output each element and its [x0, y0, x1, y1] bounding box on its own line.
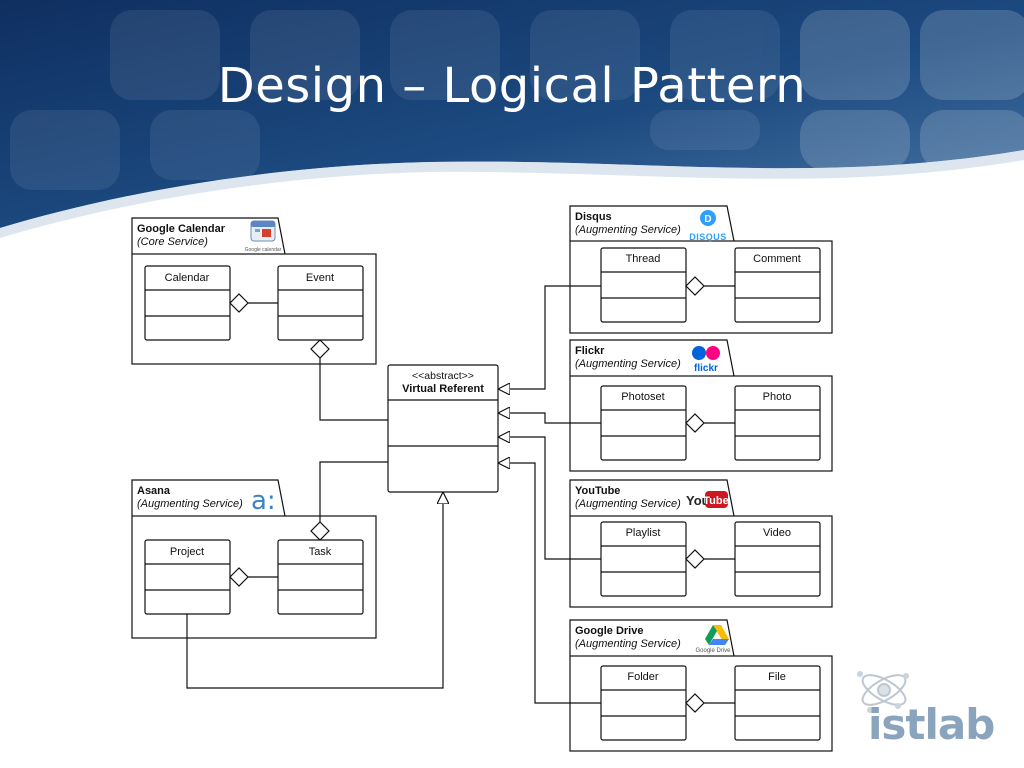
class-name-folder: Folder [627, 671, 659, 683]
generalization-folder [499, 463, 601, 704]
istlab-emblem-icon [857, 671, 909, 713]
svg-text:You: You [686, 493, 710, 508]
class-name-task: Task [309, 546, 332, 558]
class-thread [600, 247, 687, 323]
class-name-photoset: Photoset [621, 391, 664, 403]
class-name-video: Video [763, 527, 791, 539]
svg-text:D: D [704, 214, 711, 225]
class-project [144, 539, 231, 615]
class-name-file: File [768, 671, 786, 683]
class-event [277, 265, 364, 341]
class-name-photo: Photo [763, 391, 792, 403]
package-name-flickr: Flickr [575, 345, 605, 357]
package-name-disqus: Disqus [575, 211, 612, 223]
aggregation-task-referent [310, 521, 330, 541]
class-file [734, 665, 821, 741]
class-name-calendar: Calendar [165, 272, 210, 284]
svg-text:DISQUS: DISQUS [689, 232, 727, 242]
asana-logo-icon: a: [251, 486, 276, 516]
package-name-google-drive: Google Drive [575, 625, 643, 637]
class-stereotype-abstract: <<abstract>> [412, 370, 474, 382]
disqus-logo-icon: D DISQUS [689, 210, 727, 242]
generalization-thread [499, 285, 601, 389]
svg-text:Google calendar: Google calendar [245, 247, 282, 253]
package-name-google-calendar: Google Calendar [137, 223, 226, 235]
youtube-logo-icon: You Tube [686, 491, 729, 508]
svg-text:Google Drive: Google Drive [695, 648, 731, 654]
class-calendar [144, 265, 231, 341]
generalization-photoset [499, 413, 601, 424]
class-photo [734, 385, 821, 461]
class-comment [734, 247, 821, 323]
package-role-google-calendar: (Core Service) [137, 236, 208, 248]
package-role-asana: (Augmenting Service) [137, 498, 243, 510]
package-name-youtube: YouTube [575, 485, 620, 497]
google-calendar-logo-icon: Google calendar [245, 220, 282, 253]
istlab-wordmark: istlab [868, 700, 995, 749]
istlab-logo [848, 662, 1016, 762]
class-name-thread: Thread [626, 253, 661, 265]
generalization-project [186, 493, 443, 689]
svg-text:a:: a: [251, 486, 276, 516]
class-name-playlist: Playlist [626, 527, 661, 539]
class-name-comment: Comment [753, 253, 801, 265]
class-name-event: Event [306, 272, 334, 284]
package-role-youtube: (Augmenting Service) [575, 498, 681, 510]
class-playlist [600, 521, 687, 597]
svg-text:Tube: Tube [703, 495, 728, 507]
package-role-disqus: (Augmenting Service) [575, 224, 681, 236]
google-drive-logo-icon: Google Drive [695, 625, 731, 654]
package-role-flickr: (Augmenting Service) [575, 358, 681, 370]
package-name-asana: Asana [137, 485, 171, 497]
package-role-google-drive: (Augmenting Service) [575, 638, 681, 650]
class-name-virtual-referent: Virtual Referent [402, 383, 484, 395]
generalization-playlist [499, 437, 601, 560]
class-photoset [600, 385, 687, 461]
flickr-logo-icon: flickr [692, 346, 720, 374]
class-name-project: Project [170, 546, 204, 558]
svg-text:flickr: flickr [694, 363, 718, 374]
slide-title: Design – Logical Pattern [217, 58, 807, 114]
